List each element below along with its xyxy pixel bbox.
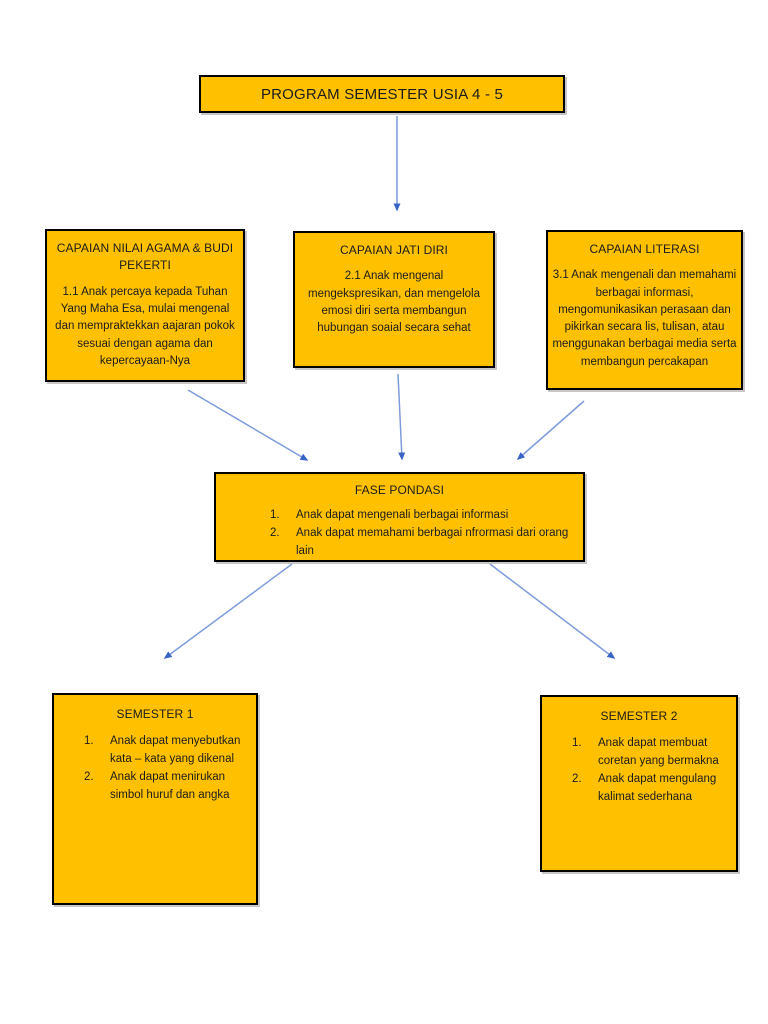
- list-item-text: Anak dapat membuat coretan yang bermakna: [598, 737, 719, 768]
- arrow-agama-to-fase: [187, 389, 309, 461]
- capaian-agama-title: CAPAIAN NILAI AGAMA & BUDI PEKERTI: [56, 241, 234, 273]
- arrow-jati-diri-to-fase: [397, 373, 406, 461]
- list-item: 2. Anak dapat mengulang kalimat sederhan…: [572, 771, 726, 807]
- arrow-fase-to-semester-1: [163, 563, 293, 659]
- capaian-jati-diri-title: CAPAIAN JATI DIRI: [340, 243, 448, 257]
- fase-pondasi-box: FASE PONDASI 1. Anak dapat mengenali ber…: [214, 472, 585, 562]
- list-item-text: Anak dapat mengulang kalimat sederhana: [598, 773, 717, 803]
- list-item-text: Anak dapat menyebutkan kata – kata yang …: [110, 735, 241, 766]
- capaian-literasi-body: 3.1 Anak mengenali dan memahami berbagai…: [552, 269, 737, 368]
- capaian-jati-diri-box: CAPAIAN JATI DIRI 2.1 Anak mengenal meng…: [293, 231, 495, 368]
- fase-pondasi-title: FASE PONDASI: [354, 483, 445, 497]
- list-item: 1. Anak dapat membuat coretan yang berma…: [572, 735, 726, 771]
- fase-pondasi-list: 1. Anak dapat mengenali berbagai informa…: [226, 507, 573, 560]
- list-item-number: 2.: [84, 771, 94, 784]
- program-title-box: PROGRAM SEMESTER USIA 4 - 5: [199, 75, 565, 113]
- capaian-agama-box: CAPAIAN NILAI AGAMA & BUDI PEKERTI 1.1 A…: [45, 229, 245, 382]
- semester-1-title: SEMESTER 1: [116, 707, 194, 721]
- arrow-literasi-to-fase: [516, 400, 585, 460]
- capaian-jati-diri-body: 2.1 Anak mengenal mengekspresikan, dan m…: [308, 270, 480, 335]
- program-title: PROGRAM SEMESTER USIA 4 - 5: [260, 85, 504, 103]
- list-item-number: 2.: [270, 527, 280, 540]
- capaian-agama-body: 1.1 Anak percaya kepada Tuhan Yang Maha …: [55, 285, 235, 367]
- arrow-fase-to-semester-2: [489, 563, 616, 659]
- list-item-number: 1.: [270, 509, 280, 522]
- list-item-number: 2.: [572, 773, 582, 786]
- semester-2-box: SEMESTER 2 1. Anak dapat membuat coretan…: [540, 695, 738, 872]
- list-item-text: Anak dapat mengenali berbagai informasi: [296, 509, 509, 522]
- list-item-number: 1.: [84, 735, 94, 748]
- list-item-text: Anak dapat memahami berbagai nfrormasi d…: [296, 527, 569, 558]
- list-item: 2. Anak dapat memahami berbagai nfrormas…: [270, 525, 571, 561]
- capaian-literasi-title: CAPAIAN LITERASI: [589, 242, 700, 256]
- list-item: 2. Anak dapat menirukan simbol huruf dan…: [84, 769, 246, 805]
- list-item-text: Anak dapat menirukan simbol huruf dan an…: [110, 771, 230, 801]
- semester-2-list: 1. Anak dapat membuat coretan yang berma…: [550, 735, 728, 806]
- semester-1-list: 1. Anak dapat menyebutkan kata – kata ya…: [62, 733, 248, 804]
- list-item-number: 1.: [572, 737, 582, 750]
- semester-1-box: SEMESTER 1 1. Anak dapat menyebutkan kat…: [52, 693, 258, 905]
- capaian-literasi-box: CAPAIAN LITERASI 3.1 Anak mengenali dan …: [546, 230, 743, 390]
- semester-2-title: SEMESTER 2: [600, 709, 678, 723]
- list-item: 1. Anak dapat menyebutkan kata – kata ya…: [84, 733, 246, 769]
- list-item: 1. Anak dapat mengenali berbagai informa…: [270, 507, 571, 525]
